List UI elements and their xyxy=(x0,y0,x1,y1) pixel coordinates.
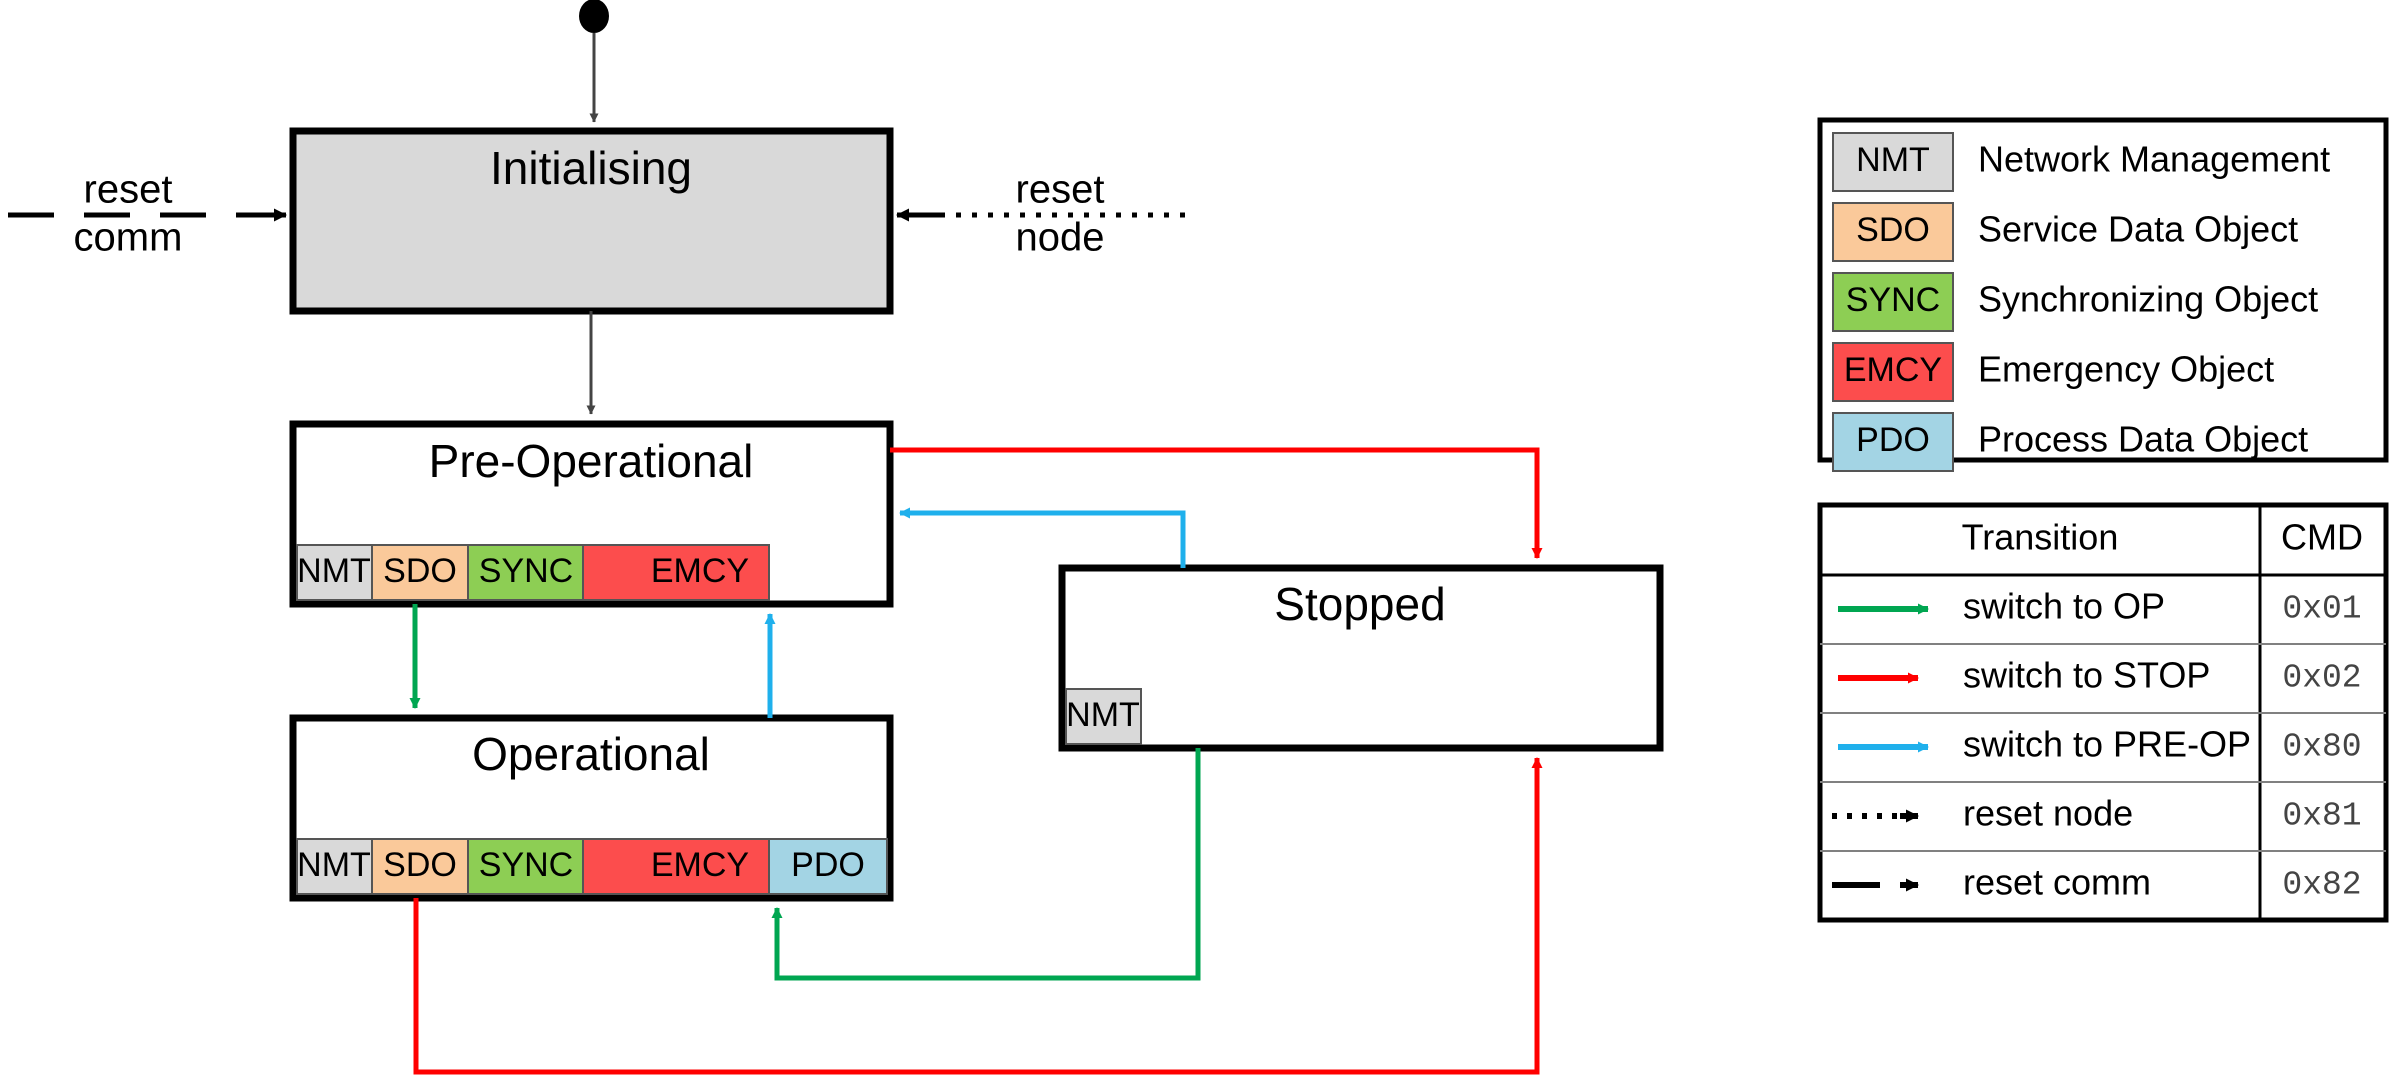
legend-swatch-nmt xyxy=(1832,132,1954,192)
legend-desc-sdo: Service Data Object xyxy=(1978,209,2298,250)
table-cmd-switch-to-preop: 0x80 xyxy=(2282,729,2361,766)
table-cmd-switch-to-op: 0x01 xyxy=(2282,591,2361,628)
edge-preop-to-stopped-red xyxy=(890,447,1543,559)
legend-code-sdo: SDO xyxy=(1856,211,1930,249)
preop-service-sync-label: SYNC xyxy=(479,552,573,590)
preop-service-sdo-label: SDO xyxy=(383,552,457,590)
reset-comm-label-line2: comm xyxy=(74,216,183,260)
legend-desc-sync: Synchronizing Object xyxy=(1978,279,2318,320)
preop-service-nmt xyxy=(296,544,373,601)
op-service-emcy xyxy=(582,838,770,895)
legend-swatch-pdo xyxy=(1832,412,1954,472)
state-operational-label: Operational xyxy=(472,728,710,780)
table-cmd-switch-to-stop: 0x02 xyxy=(2282,660,2361,697)
legend-code-emcy: EMCY xyxy=(1844,351,1942,389)
initial-state-dot xyxy=(579,0,609,33)
op-service-pdo-label: PDO xyxy=(791,846,865,884)
op-service-sync-label: SYNC xyxy=(479,846,573,884)
table-label-reset-comm: reset comm xyxy=(1963,862,2151,903)
reset-comm-label-line1: reset xyxy=(84,168,173,212)
edge-stopped-to-preop-cyan xyxy=(899,507,1186,568)
op-service-emcy-label: EMCY xyxy=(651,846,749,884)
table-label-switch-to-stop: switch to STOP xyxy=(1963,655,2210,696)
stopped-service-nmt-label: NMT xyxy=(1066,696,1140,734)
op-service-sdo-label: SDO xyxy=(383,846,457,884)
table-header-cmd: CMD xyxy=(2281,517,2363,558)
table-label-reset-node: reset node xyxy=(1963,793,2133,834)
preop-service-emcy-label: EMCY xyxy=(651,552,749,590)
preop-service-nmt-label: NMT xyxy=(297,552,371,590)
stopped-service-nmt xyxy=(1065,688,1142,745)
table-cmd-reset-node: 0x81 xyxy=(2282,798,2361,835)
legend-code-pdo: PDO xyxy=(1856,421,1930,459)
state-initialising-label: Initialising xyxy=(490,142,692,194)
op-service-pdo xyxy=(768,838,888,895)
legend-code-sync: SYNC xyxy=(1846,281,1940,319)
legend-desc-pdo: Process Data Object xyxy=(1978,419,2308,460)
reset-node-label-line2: node xyxy=(1016,216,1105,260)
edge-op-to-stopped-red xyxy=(413,757,1543,1075)
state-pre-operational-label: Pre-Operational xyxy=(429,435,754,487)
edge-stopped-to-op-green xyxy=(771,748,1201,981)
legend-swatch-sdo xyxy=(1832,202,1954,262)
legend-desc-emcy: Emergency Object xyxy=(1978,349,2274,390)
preop-service-sync xyxy=(467,544,584,601)
legend-desc-nmt: Network Management xyxy=(1978,139,2330,180)
table-label-switch-to-preop: switch to PRE-OP xyxy=(1963,724,2251,765)
reset-node-label-line1: reset xyxy=(1016,168,1105,212)
legend-swatch-sync xyxy=(1832,272,1954,332)
state-stopped[interactable] xyxy=(1058,564,1664,752)
table-header-transition: Transition xyxy=(1962,517,2119,558)
op-service-sdo xyxy=(371,838,469,895)
legend-code-nmt: NMT xyxy=(1856,141,1930,179)
table-cmd-reset-comm: 0x82 xyxy=(2282,867,2361,904)
legend-swatch-emcy xyxy=(1832,342,1954,402)
op-service-nmt-label: NMT xyxy=(297,846,371,884)
state-stopped-label: Stopped xyxy=(1274,578,1445,630)
table-label-switch-to-op: switch to OP xyxy=(1963,586,2165,627)
preop-service-emcy xyxy=(582,544,770,601)
